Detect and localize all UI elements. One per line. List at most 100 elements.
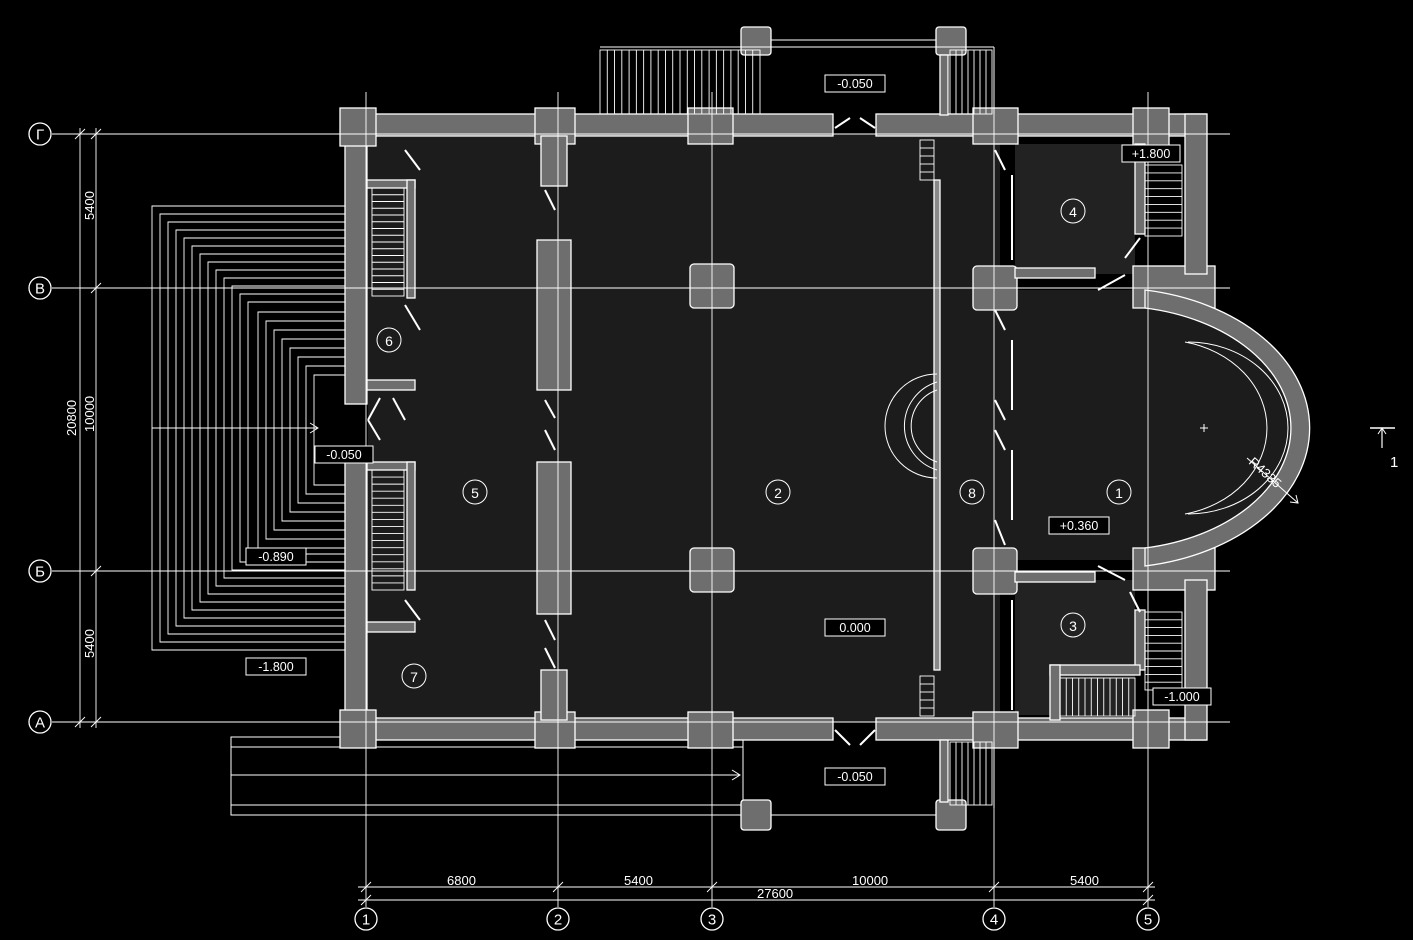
stair-south-right [949, 741, 993, 806]
west-inner-step-3 [273, 329, 352, 531]
room-1-label: 1 [1115, 485, 1123, 501]
level-marks: -0.050 +1.800 -0.050 -0.890 -1.800 0.000… [245, 74, 1212, 786]
room-2-label: 2 [774, 485, 782, 501]
dim-tick-left-1 [90, 128, 102, 140]
room-7: 7 [401, 663, 427, 689]
dim-tick-total-1 [360, 894, 372, 906]
dim-tick-bottom-1 [360, 881, 372, 893]
room-8: 8 [959, 479, 985, 505]
west-inner-step-7 [305, 365, 352, 495]
axis-4-label: 4 [990, 912, 998, 929]
level-top-right: +1.800 [1121, 144, 1181, 163]
room-4-label: 4 [1069, 204, 1077, 220]
room-5-label: 5 [471, 485, 479, 501]
stair-east-north [1144, 164, 1183, 237]
stair-southeast [1059, 677, 1136, 717]
room-2: 2 [765, 479, 791, 505]
level-southeast-text: -1.000 [1164, 690, 1199, 704]
dim-bottom-2: 5400 [624, 873, 653, 888]
west-stair-arrowhead [309, 422, 319, 434]
dim-tick-total-2 [1142, 894, 1154, 906]
west-stairs [151, 205, 352, 651]
stair-hall-south [919, 675, 935, 717]
axis-b-label: Б [35, 564, 45, 581]
level-altar-text: +0.360 [1060, 519, 1099, 533]
dim-tick-left-total-2 [74, 716, 86, 728]
axis-5: 5 [1136, 907, 1160, 931]
level-west-entrance: -0.050 [314, 445, 374, 464]
level-hall: 0.000 [824, 618, 886, 637]
dim-bottom-4: 5400 [1070, 873, 1099, 888]
west-inner-step-5 [289, 347, 352, 513]
axis-v-label: В [35, 281, 45, 298]
dimensions: 6800 5400 10000 5400 27600 5400 10000 5 4… [64, 128, 1155, 906]
dim-tick-left-4 [90, 716, 102, 728]
axis-3: 3 [700, 907, 724, 931]
niche [884, 373, 938, 479]
axis-v: В [28, 276, 52, 300]
west-inner-step-2 [265, 320, 352, 540]
dim-bottom-1: 6800 [447, 873, 476, 888]
section-marker: 1 [1370, 427, 1398, 471]
room-7-label: 7 [410, 669, 418, 685]
level-west-ground: -1.800 [245, 657, 307, 676]
dim-tick-bottom-2 [552, 881, 564, 893]
dim-tick-left-2 [90, 282, 102, 294]
room-5: 5 [462, 479, 488, 505]
stair-hall-north [919, 139, 935, 181]
axis-2-label: 2 [554, 912, 562, 929]
level-southeast: -1.000 [1152, 687, 1212, 706]
room-numbers: 1 2 3 4 5 6 7 8 [376, 198, 1132, 689]
room-1: 1 [1106, 479, 1132, 505]
level-west-entrance-text: -0.050 [326, 448, 361, 462]
bottom-ramp [230, 736, 744, 816]
axis-1-label: 1 [362, 912, 370, 929]
room-3: 3 [1060, 612, 1086, 638]
room-3-label: 3 [1069, 618, 1077, 634]
stair-north-portico [599, 49, 761, 115]
stair-north-right [949, 49, 993, 115]
dim-tick-bottom-5 [1142, 881, 1154, 893]
dim-tick-bottom-3 [706, 881, 718, 893]
level-top-entrance-text: -0.050 [837, 77, 872, 91]
dim-bottom-3: 10000 [852, 873, 888, 888]
axis-a: А [28, 710, 52, 734]
dim-left-1: 5400 [82, 191, 97, 220]
axis-3-label: 3 [708, 912, 716, 929]
west-inner-step-4 [281, 338, 352, 522]
room-6: 6 [376, 327, 402, 353]
doors [367, 117, 1141, 746]
level-west-steps-text: -0.890 [258, 550, 293, 564]
stair-west-north [371, 187, 405, 297]
level-bottom-entrance-text: -0.050 [837, 770, 872, 784]
axis-2: 2 [546, 907, 570, 931]
axis-1: 1 [354, 907, 378, 931]
section-marker-label: 1 [1390, 454, 1398, 471]
dim-tick-bottom-4 [988, 881, 1000, 893]
axis-4: 4 [982, 907, 1006, 931]
walls [339, 26, 1216, 831]
axis-5-label: 5 [1144, 912, 1152, 929]
grid-lines [52, 92, 1230, 907]
level-top-entrance: -0.050 [824, 74, 886, 93]
west-inner-step-6 [297, 356, 352, 504]
stair-west-south [371, 469, 405, 591]
dim-tick-left-total-1 [74, 128, 86, 140]
dim-bottom-total: 27600 [757, 886, 793, 901]
axis-bubbles: 1 2 3 4 5 Г В Б [28, 122, 1160, 931]
axis-b: Б [28, 559, 52, 583]
axis-a-label: А [35, 715, 45, 732]
stair-east-south [1144, 611, 1183, 691]
room-4: 4 [1060, 198, 1086, 224]
room-8-label: 8 [968, 485, 976, 501]
dim-left-2: 10000 [82, 396, 97, 432]
level-west-steps: -0.890 [245, 547, 307, 566]
level-top-right-text: +1.800 [1132, 147, 1171, 161]
level-west-ground-text: -1.800 [258, 660, 293, 674]
level-altar: +0.360 [1048, 516, 1110, 535]
dim-tick-left-3 [90, 565, 102, 577]
dim-left-total: 20800 [64, 400, 79, 436]
axis-g: Г [28, 122, 52, 146]
level-bottom-entrance: -0.050 [824, 767, 886, 786]
